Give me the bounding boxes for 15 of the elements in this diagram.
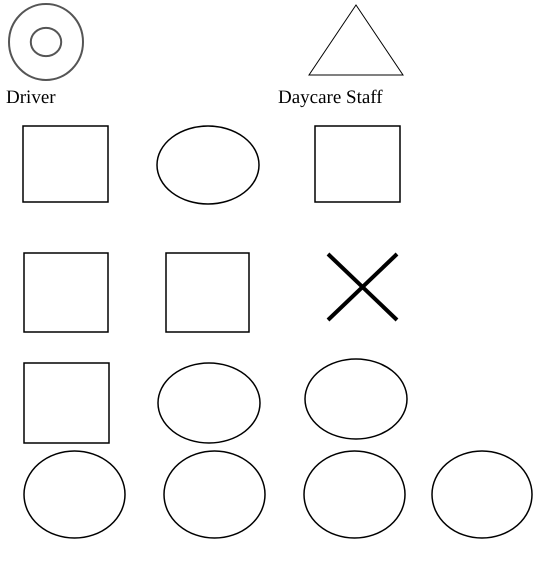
ellipse-symbol: [304, 358, 408, 440]
ellipse-symbol: [303, 450, 406, 539]
cross-symbol: [326, 252, 399, 322]
ellipse-symbol: [23, 450, 126, 539]
square-symbol: [23, 362, 110, 444]
symbol-label: Daycare Staff: [278, 88, 383, 108]
square-symbol: [314, 125, 401, 203]
square-symbol: [23, 252, 109, 333]
ellipse-symbol: [156, 125, 260, 205]
ellipse-symbol: [163, 450, 266, 539]
square-symbol: [22, 125, 109, 203]
ellipse-symbol: [431, 450, 533, 539]
square-symbol: [165, 252, 250, 333]
symbol-label: Driver: [6, 88, 56, 108]
ellipse-symbol: [157, 362, 261, 444]
